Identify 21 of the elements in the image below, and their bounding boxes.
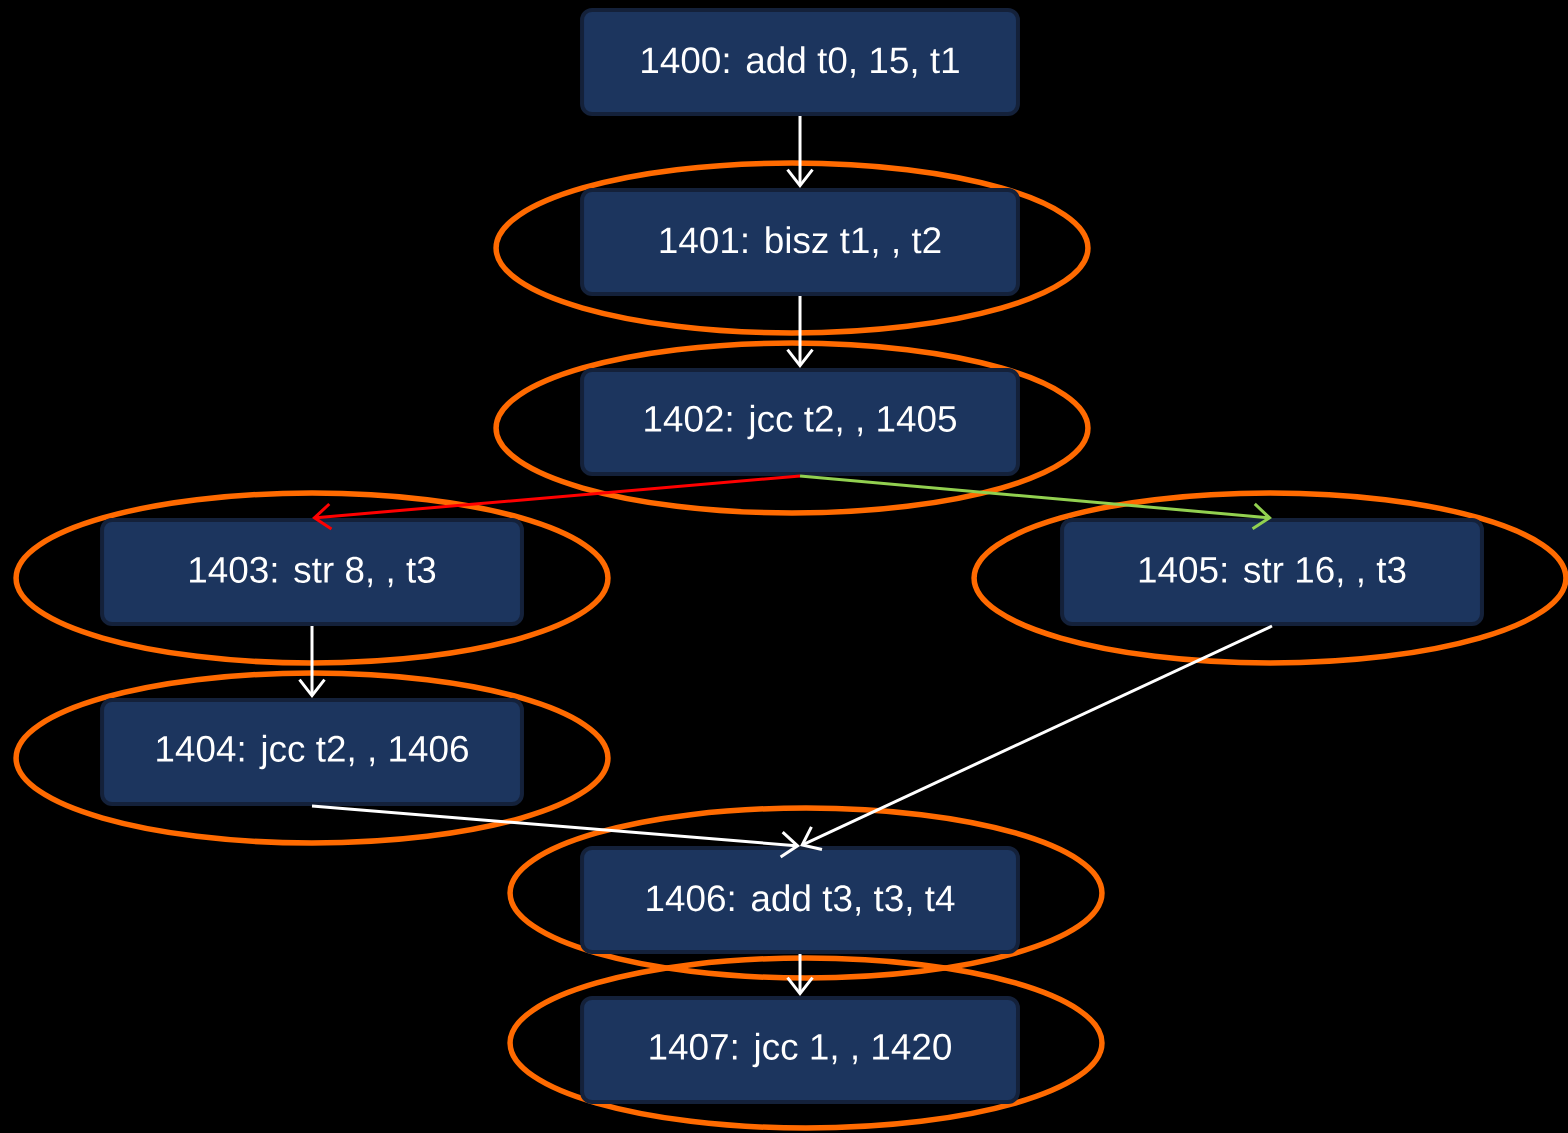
arrow xyxy=(799,474,1272,531)
arrow xyxy=(786,116,814,188)
instruction-box: 1403: str 8, , t3 xyxy=(100,518,524,626)
instruction-box: 1407: jcc 1, , 1420 xyxy=(580,996,1020,1104)
instruction-box: 1405: str 16, , t3 xyxy=(1060,518,1484,626)
highlight-ellipse xyxy=(493,160,1091,336)
instruction-box: 1402: jcc t2, , 1405 xyxy=(580,368,1020,476)
instruction-box: 1404: jcc t2, , 1406 xyxy=(100,698,524,806)
highlight-ellipse xyxy=(493,340,1091,516)
highlight-ellipse xyxy=(13,490,611,666)
instruction-box: 1400: add t0, 15, t1 xyxy=(580,8,1020,116)
arrow xyxy=(311,804,800,859)
arrow xyxy=(298,626,326,698)
highlight-ellipse xyxy=(507,805,1105,981)
highlight-ellipse xyxy=(13,670,611,846)
instruction-box: 1401: bisz t1, , t2 xyxy=(580,188,1020,296)
arrow xyxy=(312,474,801,531)
arrow xyxy=(786,296,814,368)
instruction-box: 1406: add t3, t3, t4 xyxy=(580,846,1020,954)
arrow xyxy=(800,624,1273,852)
highlight-ellipse xyxy=(507,955,1105,1131)
